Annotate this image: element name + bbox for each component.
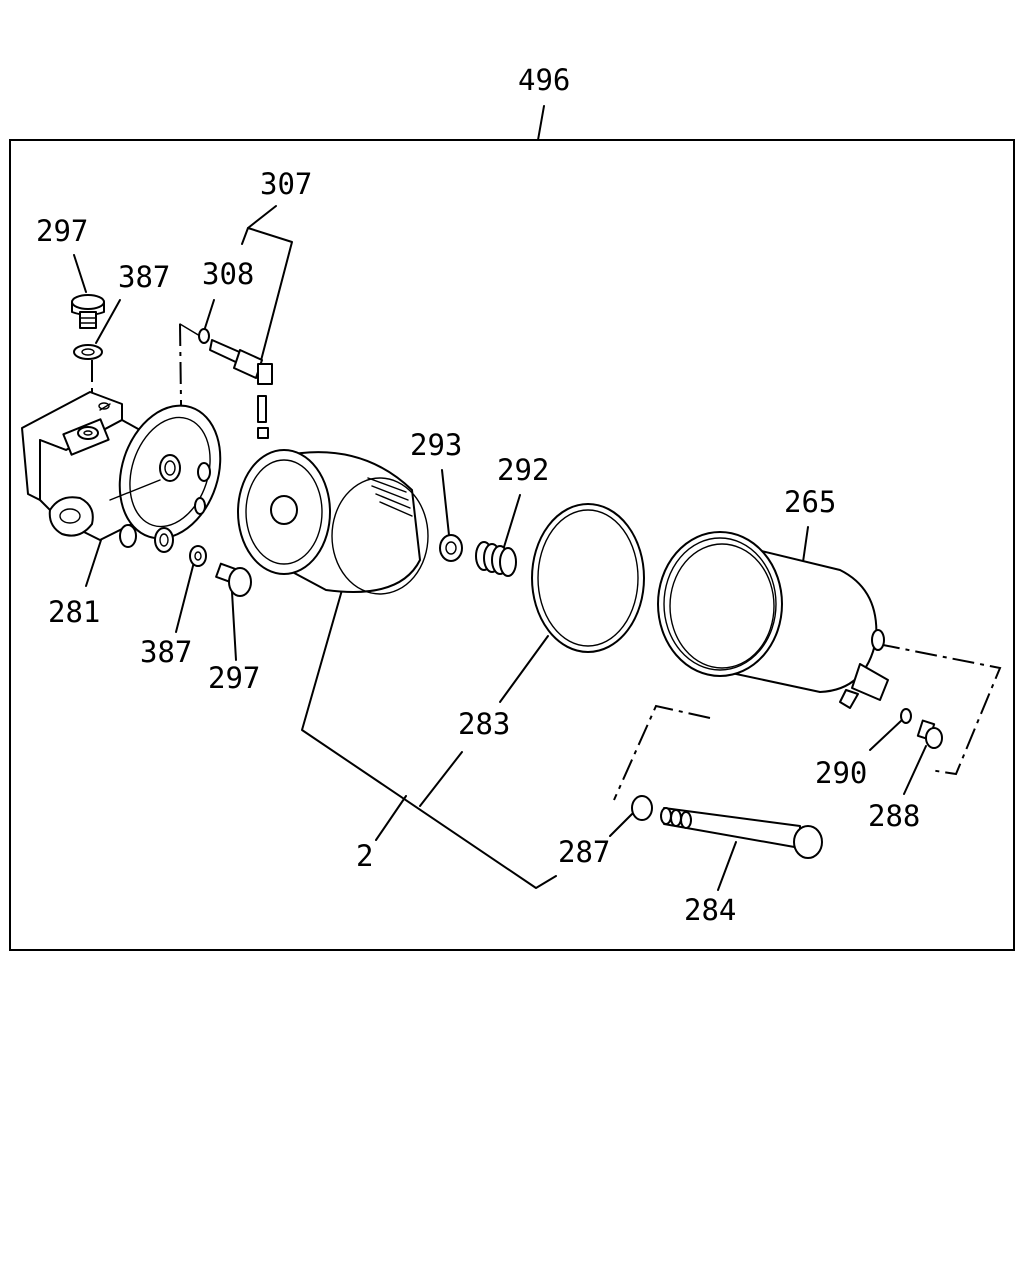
sensor-307 <box>198 328 273 439</box>
callout-290: 290 <box>815 756 867 790</box>
callout-297-top: 297 <box>36 214 88 248</box>
ring-290 <box>900 708 912 724</box>
callout-387-top: 387 <box>118 260 170 294</box>
callout-297-bottom: 297 <box>208 661 260 695</box>
filter-element <box>237 449 429 595</box>
bowl-265 <box>657 531 889 709</box>
callout-284: 284 <box>684 893 736 927</box>
oring-283 <box>531 503 645 653</box>
callout-307: 307 <box>260 167 312 201</box>
callout-308: 308 <box>202 257 254 291</box>
assembly-number-label: 496 <box>518 63 570 97</box>
center-bolt-284 <box>660 807 823 859</box>
spring-292 <box>475 541 517 577</box>
washer-387-bottom <box>189 545 207 567</box>
drain-screw-288 <box>916 719 943 749</box>
callout-288: 288 <box>868 799 920 833</box>
callout-292: 292 <box>497 453 549 487</box>
filter-head-281 <box>21 391 222 553</box>
callout-283: 283 <box>458 707 510 741</box>
callout-387-bottom: 387 <box>140 635 192 669</box>
callout-281: 281 <box>48 595 100 629</box>
washer-293 <box>439 534 463 562</box>
plug-297-top <box>71 294 105 329</box>
center-lines <box>91 323 1002 801</box>
callout-287: 287 <box>558 835 610 869</box>
callout-2: 2 <box>356 839 373 873</box>
callout-293: 293 <box>410 428 462 462</box>
plug-297-bottom <box>215 562 252 597</box>
assembly-frame <box>9 139 1015 951</box>
callout-265: 265 <box>784 485 836 519</box>
washer-387-top <box>73 344 103 360</box>
washer-287 <box>631 795 653 821</box>
